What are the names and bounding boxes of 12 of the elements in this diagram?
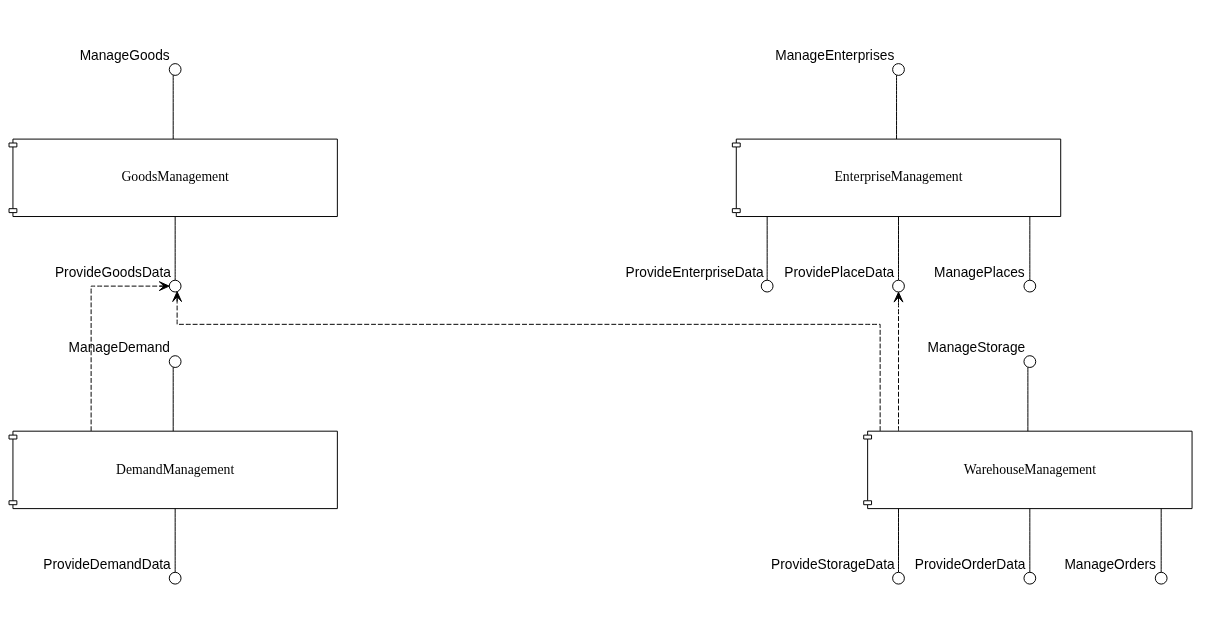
node-label: ManagePlaces: [933, 264, 1025, 280]
node-label: ManageEnterprises: [775, 47, 895, 63]
node-label: ProvideOrderData: [914, 556, 1026, 572]
node-label: ManageGoods: [79, 47, 170, 63]
node-label: ProvideStorageData: [771, 556, 895, 572]
node-label: ManageOrders: [1064, 556, 1156, 572]
node-label: ProvideDemandData: [43, 556, 171, 572]
node-label: ProvideGoodsData: [54, 264, 171, 280]
node-label: ManageStorage: [927, 339, 1026, 355]
node-label: ManageDemand: [68, 339, 171, 355]
node-label: ProvideEnterpriseData: [625, 264, 764, 280]
node-label: ProvidePlaceData: [784, 264, 895, 280]
